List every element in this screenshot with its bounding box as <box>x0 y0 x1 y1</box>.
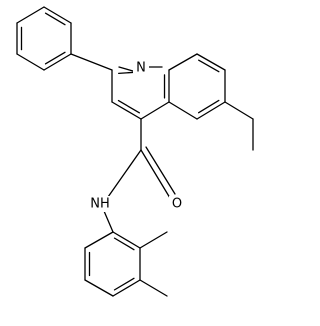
dimethylphenyl-bond-1 <box>112 231 141 249</box>
carbonyl-oxygen-bond <box>140 149 171 199</box>
c8-c7-bond-inner <box>198 59 220 73</box>
atom-label-layer: N NH O <box>88 60 185 212</box>
ring-nitrogen-label-bg <box>133 60 149 76</box>
c2-n1-bond <box>118 66 134 72</box>
molecule-structure-diagram: N NH O <box>16 6 254 297</box>
c3-c4-bond-inner <box>117 99 141 114</box>
phenyl-bond-1-inner <box>44 12 66 26</box>
carbonyl-oxygen-label-bg <box>169 196 185 212</box>
methyl-bond-2 <box>139 279 168 297</box>
dimethylphenyl-bond-4 <box>84 279 114 297</box>
c5-c4a-bond <box>168 101 198 120</box>
phenyl-bond-6 <box>16 6 45 24</box>
dimethylphenyl-bond-6 <box>84 231 114 249</box>
c6-c5-bond-inner <box>198 99 220 114</box>
carbonyl-oxygen-label: O <box>172 197 182 212</box>
bond-layer <box>16 6 254 297</box>
dimethylphenyl-bond-3 <box>112 279 141 297</box>
amide-nh-label: NH <box>90 197 110 212</box>
phenyl-bond-3-inner <box>44 51 66 65</box>
methyl-bond-1 <box>139 231 168 249</box>
c3-c4-bond <box>111 101 142 120</box>
ethyl-bond-1 <box>224 101 254 120</box>
c8a-c8-bond <box>168 53 198 71</box>
dimethylphenyl-bond-1-inner <box>113 237 135 251</box>
amide-nh-label-bg <box>88 196 112 212</box>
phenyl-bond-3 <box>43 53 72 71</box>
nh-aryl-bond <box>103 210 114 233</box>
ring-nitrogen-label: N <box>136 61 146 76</box>
dimethylphenyl-bond-3-inner <box>113 277 135 291</box>
c4-c4a-bond <box>140 101 170 120</box>
phenyl-bond-1 <box>43 6 72 24</box>
phenyl-quinoline-bond <box>70 53 113 71</box>
c6-c5-bond <box>196 101 226 120</box>
carbonyl-nh-bond <box>107 149 142 198</box>
c8-c7-bond <box>196 53 226 71</box>
phenyl-bond-4 <box>16 53 45 71</box>
carbonyl-oxygen-bond-inner <box>145 146 176 195</box>
